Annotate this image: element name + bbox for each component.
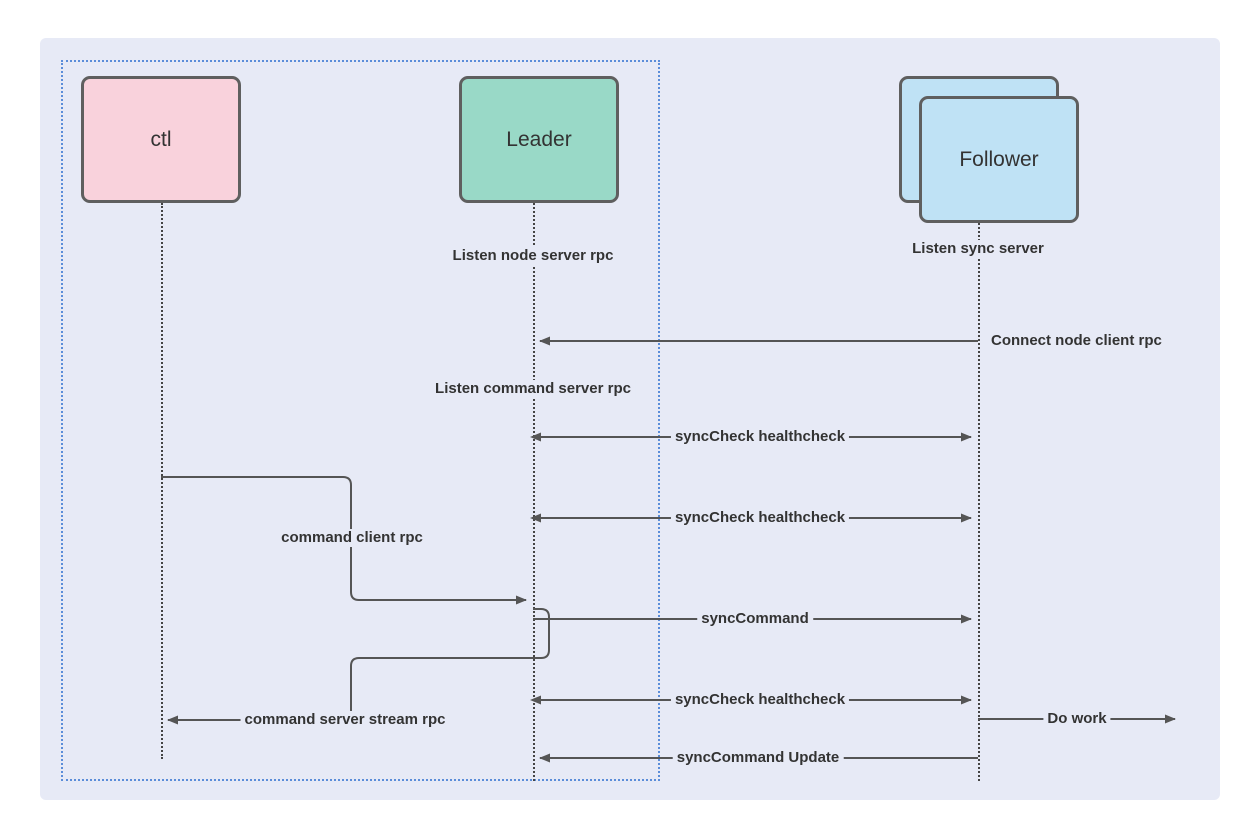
label-synccommand: syncCommand [697,610,813,628]
lifeline-leader [533,203,535,781]
participant-box-ctl[interactable]: ctl [81,76,241,203]
participant-box-follower[interactable]: Follower [919,96,1079,223]
participant-label-ctl: ctl [150,127,172,151]
participant-box-leader[interactable]: Leader [459,76,619,203]
group-boundary-box [61,60,660,781]
label-synccheck-3: syncCheck healthcheck [670,691,850,709]
label-synccheck-2: syncCheck healthcheck [670,509,850,527]
note-listen-command-server-rpc: Listen command server rpc [431,380,635,398]
lifeline-ctl [161,203,163,759]
label-connect-node-client-rpc: Connect node client rpc [987,332,1166,350]
label-synccommand-update: syncCommand Update [672,749,844,767]
label-command-server-stream-rpc: command server stream rpc [240,711,450,729]
label-do-work: Do work [1043,710,1111,728]
participant-label-follower: Follower [959,147,1039,171]
note-listen-sync-server: Listen sync server [908,240,1048,258]
note-listen-node-server-rpc: Listen node server rpc [448,247,618,265]
participant-label-leader: Leader [506,127,572,151]
label-synccheck-1: syncCheck healthcheck [670,428,850,446]
lifeline-follower [978,223,980,781]
label-command-client-rpc: command client rpc [277,529,427,547]
